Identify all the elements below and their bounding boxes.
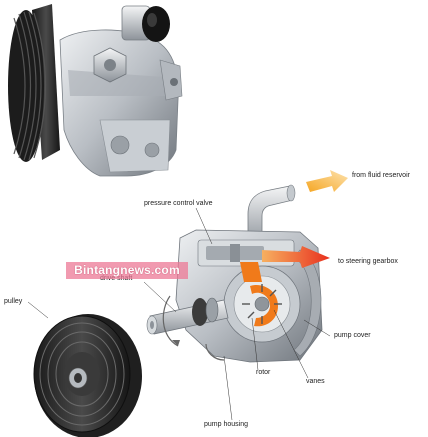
internal-flow-channel	[240, 262, 262, 282]
outlet-flow-arrow	[262, 246, 330, 268]
label-from-fluid-reservoir: from fluid reservoir	[352, 172, 410, 179]
label-rotor: rotor	[256, 369, 271, 376]
pump-photo	[8, 4, 183, 177]
inlet-flow-arrow	[306, 170, 348, 192]
rotation-arrow	[162, 295, 179, 347]
label-vanes: vanes	[306, 378, 325, 385]
pump-cutaway	[146, 184, 323, 363]
watermark: Bintangnews.com	[66, 262, 188, 279]
vanes-graphic	[242, 284, 282, 324]
label-pressure-control-valve: pressure control valve	[144, 200, 213, 207]
leader-lines	[27, 207, 331, 421]
label-pump-cover: pump cover	[334, 332, 371, 339]
rotor-hub	[254, 296, 270, 312]
photo-pulley	[8, 4, 60, 162]
label-to-steering-gearbox: to steering gearbox	[338, 258, 398, 265]
label-pump-housing: pump housing	[204, 421, 248, 428]
pulley-graphic	[33, 314, 142, 437]
label-pulley: pulley	[4, 298, 23, 305]
